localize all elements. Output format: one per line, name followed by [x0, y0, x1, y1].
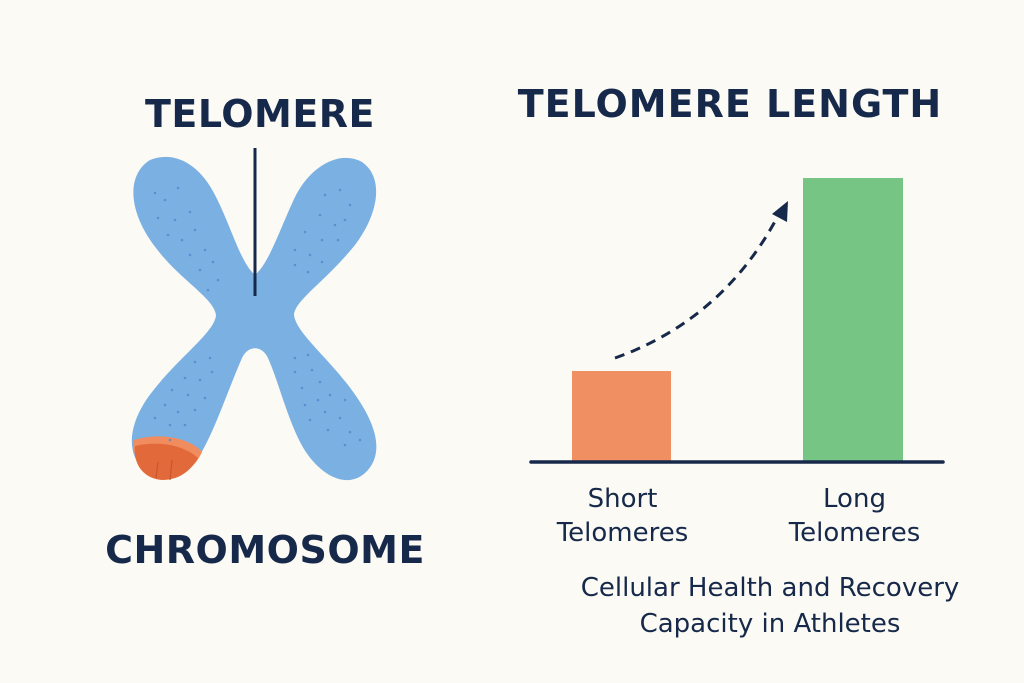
bar-chart: [529, 178, 945, 464]
long-label-line2: Telomeres: [788, 518, 921, 548]
long-telomeres-label: Long Telomeres: [772, 482, 937, 550]
caption-line1: Cellular Health and Recovery: [580, 573, 960, 603]
chart-title: TELOMERE LENGTH: [517, 82, 943, 126]
bar-long-telomeres: [803, 178, 903, 462]
chromosome-icon: [131, 156, 377, 481]
chromosome-label: CHROMOSOME: [105, 528, 425, 572]
long-label-line1: Long: [823, 484, 886, 514]
short-label-line2: Telomeres: [556, 518, 689, 548]
bar-short-telomeres: [572, 371, 671, 462]
short-telomeres-label: Short Telomeres: [540, 482, 705, 550]
arrowhead-icon: [772, 201, 788, 222]
telomere-label: TELOMERE: [144, 92, 376, 136]
caption-line2: Capacity in Athletes: [639, 609, 901, 639]
growth-arrow-icon: [614, 211, 782, 360]
chart-caption: Cellular Health and Recovery Capacity in…: [540, 570, 1000, 642]
short-label-line1: Short: [587, 484, 658, 514]
